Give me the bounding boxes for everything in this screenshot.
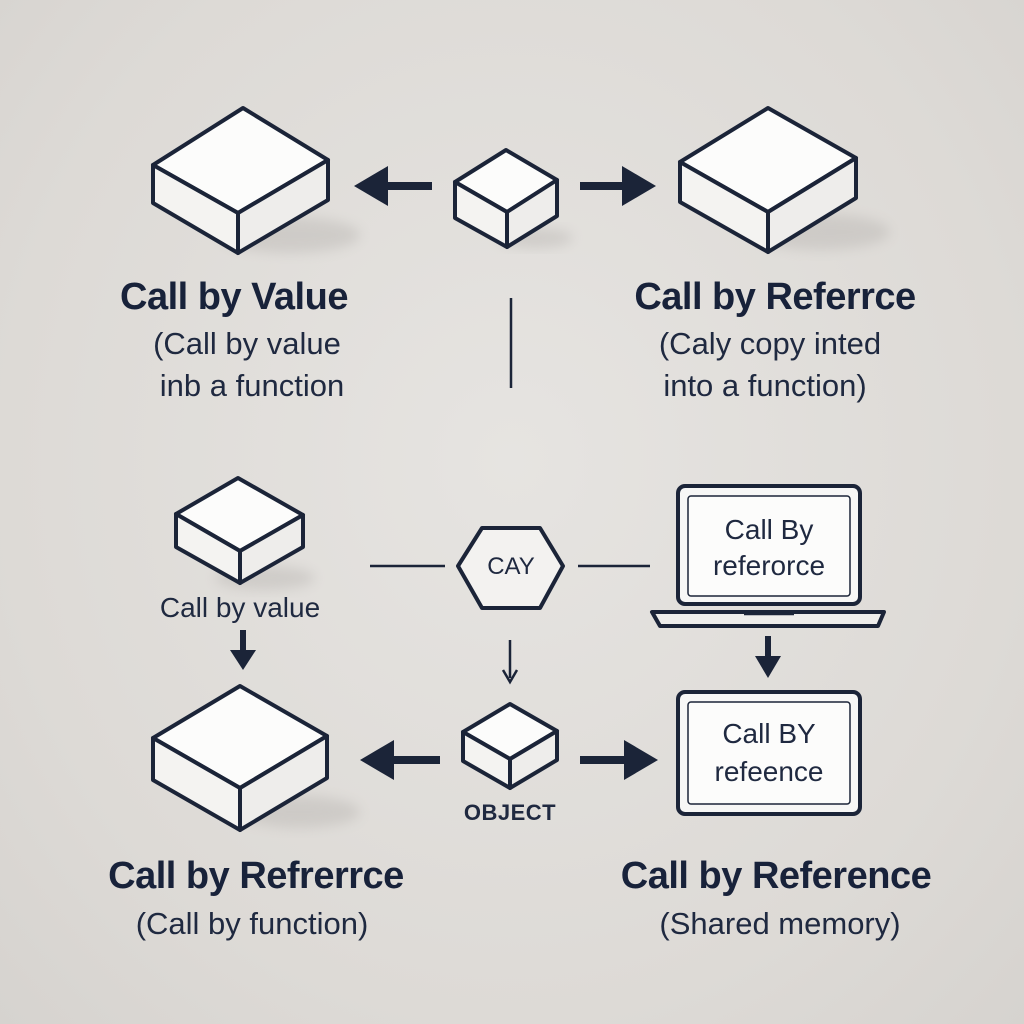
arrow-left-top bbox=[354, 166, 432, 206]
top-left-subtitle-line2: inb a function bbox=[159, 368, 345, 403]
object-label: OBJECT bbox=[463, 800, 557, 825]
cube-bottom-center bbox=[461, 702, 559, 790]
screen-label-line2: refeence bbox=[714, 756, 824, 787]
screen-label-line1: Call BY bbox=[722, 718, 816, 749]
top-left-title: Call by Value bbox=[120, 276, 348, 318]
arrow-left-bottom bbox=[360, 740, 440, 780]
bottom-left-subtitle: (Call by function) bbox=[135, 906, 369, 941]
arrow-down-center bbox=[501, 640, 519, 685]
arrow-right-top bbox=[580, 166, 656, 206]
laptop-label-line2: referorce bbox=[712, 550, 826, 581]
hexagon-shape bbox=[456, 526, 565, 610]
cube-top-left bbox=[151, 106, 360, 255]
bottom-right-subtitle: (Shared memory) bbox=[659, 906, 901, 941]
bottom-right-title: Call by Reference bbox=[620, 855, 932, 897]
cube-bottom-left bbox=[151, 684, 360, 832]
arrow-down-left bbox=[230, 630, 256, 670]
arrow-right-bottom bbox=[580, 740, 658, 780]
laptop-icon bbox=[650, 484, 886, 628]
hexagon-label: CAY bbox=[487, 553, 535, 580]
bottom-left-title: Call by Refrerrce bbox=[108, 855, 404, 897]
middle-left-label: Call by value bbox=[159, 592, 321, 623]
arrow-down-right bbox=[755, 636, 781, 678]
cube-top-right bbox=[678, 106, 890, 254]
top-right-title: Call by Referrce bbox=[634, 276, 916, 318]
laptop-label-line1: Call By bbox=[724, 514, 814, 545]
cube-middle-left bbox=[174, 476, 315, 590]
cube-top-center bbox=[453, 148, 573, 249]
top-right-subtitle-line1: (Caly copy inted bbox=[658, 326, 882, 361]
screen-panel bbox=[676, 690, 862, 816]
top-right-subtitle-line2: into a function) bbox=[663, 368, 867, 403]
top-left-subtitle-line1: (Call by value bbox=[153, 326, 341, 361]
